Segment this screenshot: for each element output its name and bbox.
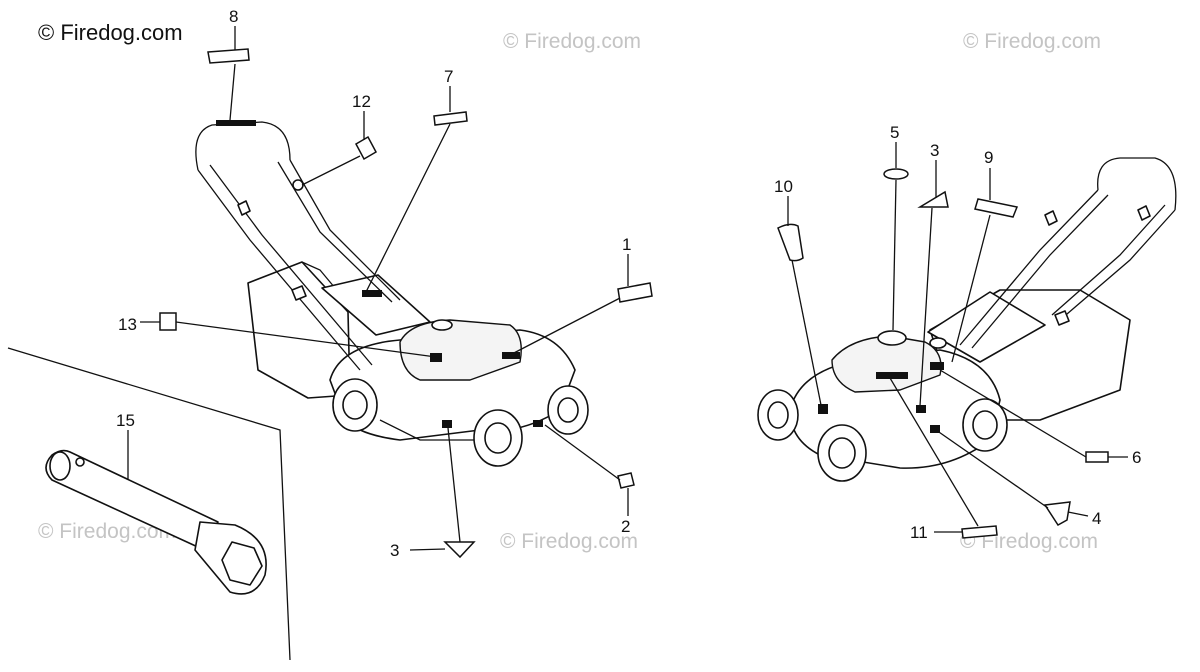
callout-15: 15: [116, 411, 135, 430]
part-10-decal: [777, 223, 804, 262]
right-bag-lid: [927, 291, 1046, 363]
callout-3-right: 3: [930, 141, 939, 160]
watermark-bottom-left: © Firedog.com: [38, 520, 176, 543]
watermark-top-right: © Firedog.com: [963, 30, 1101, 53]
part-3-decal-left: [443, 541, 476, 559]
part-4-decal: [1043, 501, 1071, 526]
callout-5: 5: [890, 123, 899, 142]
watermark-main: © Firedog.com: [38, 20, 183, 45]
callout-13: 13: [118, 315, 137, 334]
part-9-decal: [974, 198, 1019, 218]
left-handle-top: [195, 121, 291, 171]
right-handle-top: [1097, 157, 1177, 211]
callout-1: 1: [622, 235, 631, 254]
part-2-decal: [617, 472, 635, 489]
callout-2: 2: [621, 517, 630, 536]
part-7-decal: [433, 111, 468, 126]
spark-plug-wrench: [45, 449, 267, 595]
left-engine-cover: [399, 319, 522, 381]
part-5-cap: [883, 168, 909, 180]
callout-6: 6: [1132, 448, 1141, 467]
callout-10: 10: [774, 177, 793, 196]
part-11-decal: [961, 525, 998, 539]
left-mower: [195, 120, 589, 467]
part-1-decal: [617, 282, 653, 303]
callout-3-left: 3: [390, 541, 399, 560]
callout-12: 12: [352, 92, 371, 111]
callout-11: 11: [910, 523, 928, 542]
watermark-top-center: © Firedog.com: [503, 30, 641, 53]
right-engine-cover: [831, 335, 942, 393]
callout-4: 4: [1092, 509, 1101, 528]
watermark-bottom-center: © Firedog.com: [500, 530, 638, 553]
part-13-decal: [159, 312, 177, 331]
part-12-decal: [354, 135, 378, 161]
right-mower: [757, 157, 1177, 482]
part-6-decal: [1085, 451, 1109, 463]
part-3-decal-right: [917, 190, 949, 208]
part-8-decal: [207, 48, 250, 64]
callout-9: 9: [984, 148, 993, 167]
leader-lines: [127, 26, 1128, 551]
callout-8: 8: [229, 7, 238, 26]
inset-divider: [7, 347, 291, 661]
callout-7: 7: [444, 67, 453, 86]
